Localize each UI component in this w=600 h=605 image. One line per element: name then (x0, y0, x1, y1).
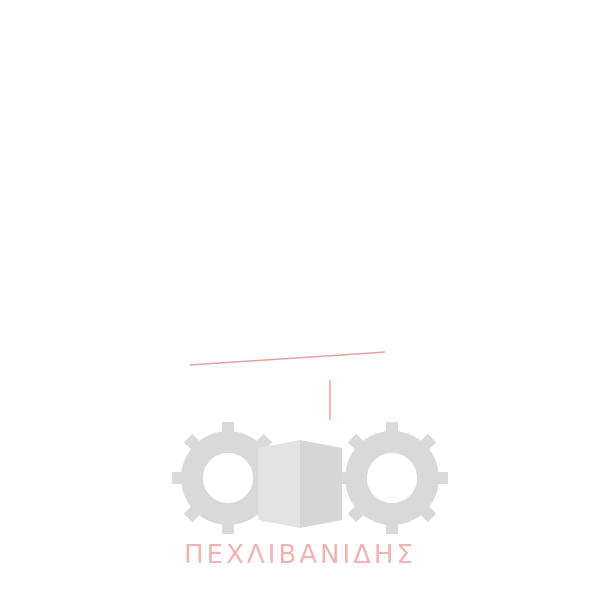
watermark-brand-text: ΠΕΧΛΙΒΑΝΙΔΗΣ (184, 540, 416, 570)
watermark-tractor-body (258, 440, 342, 528)
watermark-gear-right (336, 422, 448, 534)
watermark-logo (172, 351, 448, 534)
watermark-red-lines (189, 351, 386, 420)
